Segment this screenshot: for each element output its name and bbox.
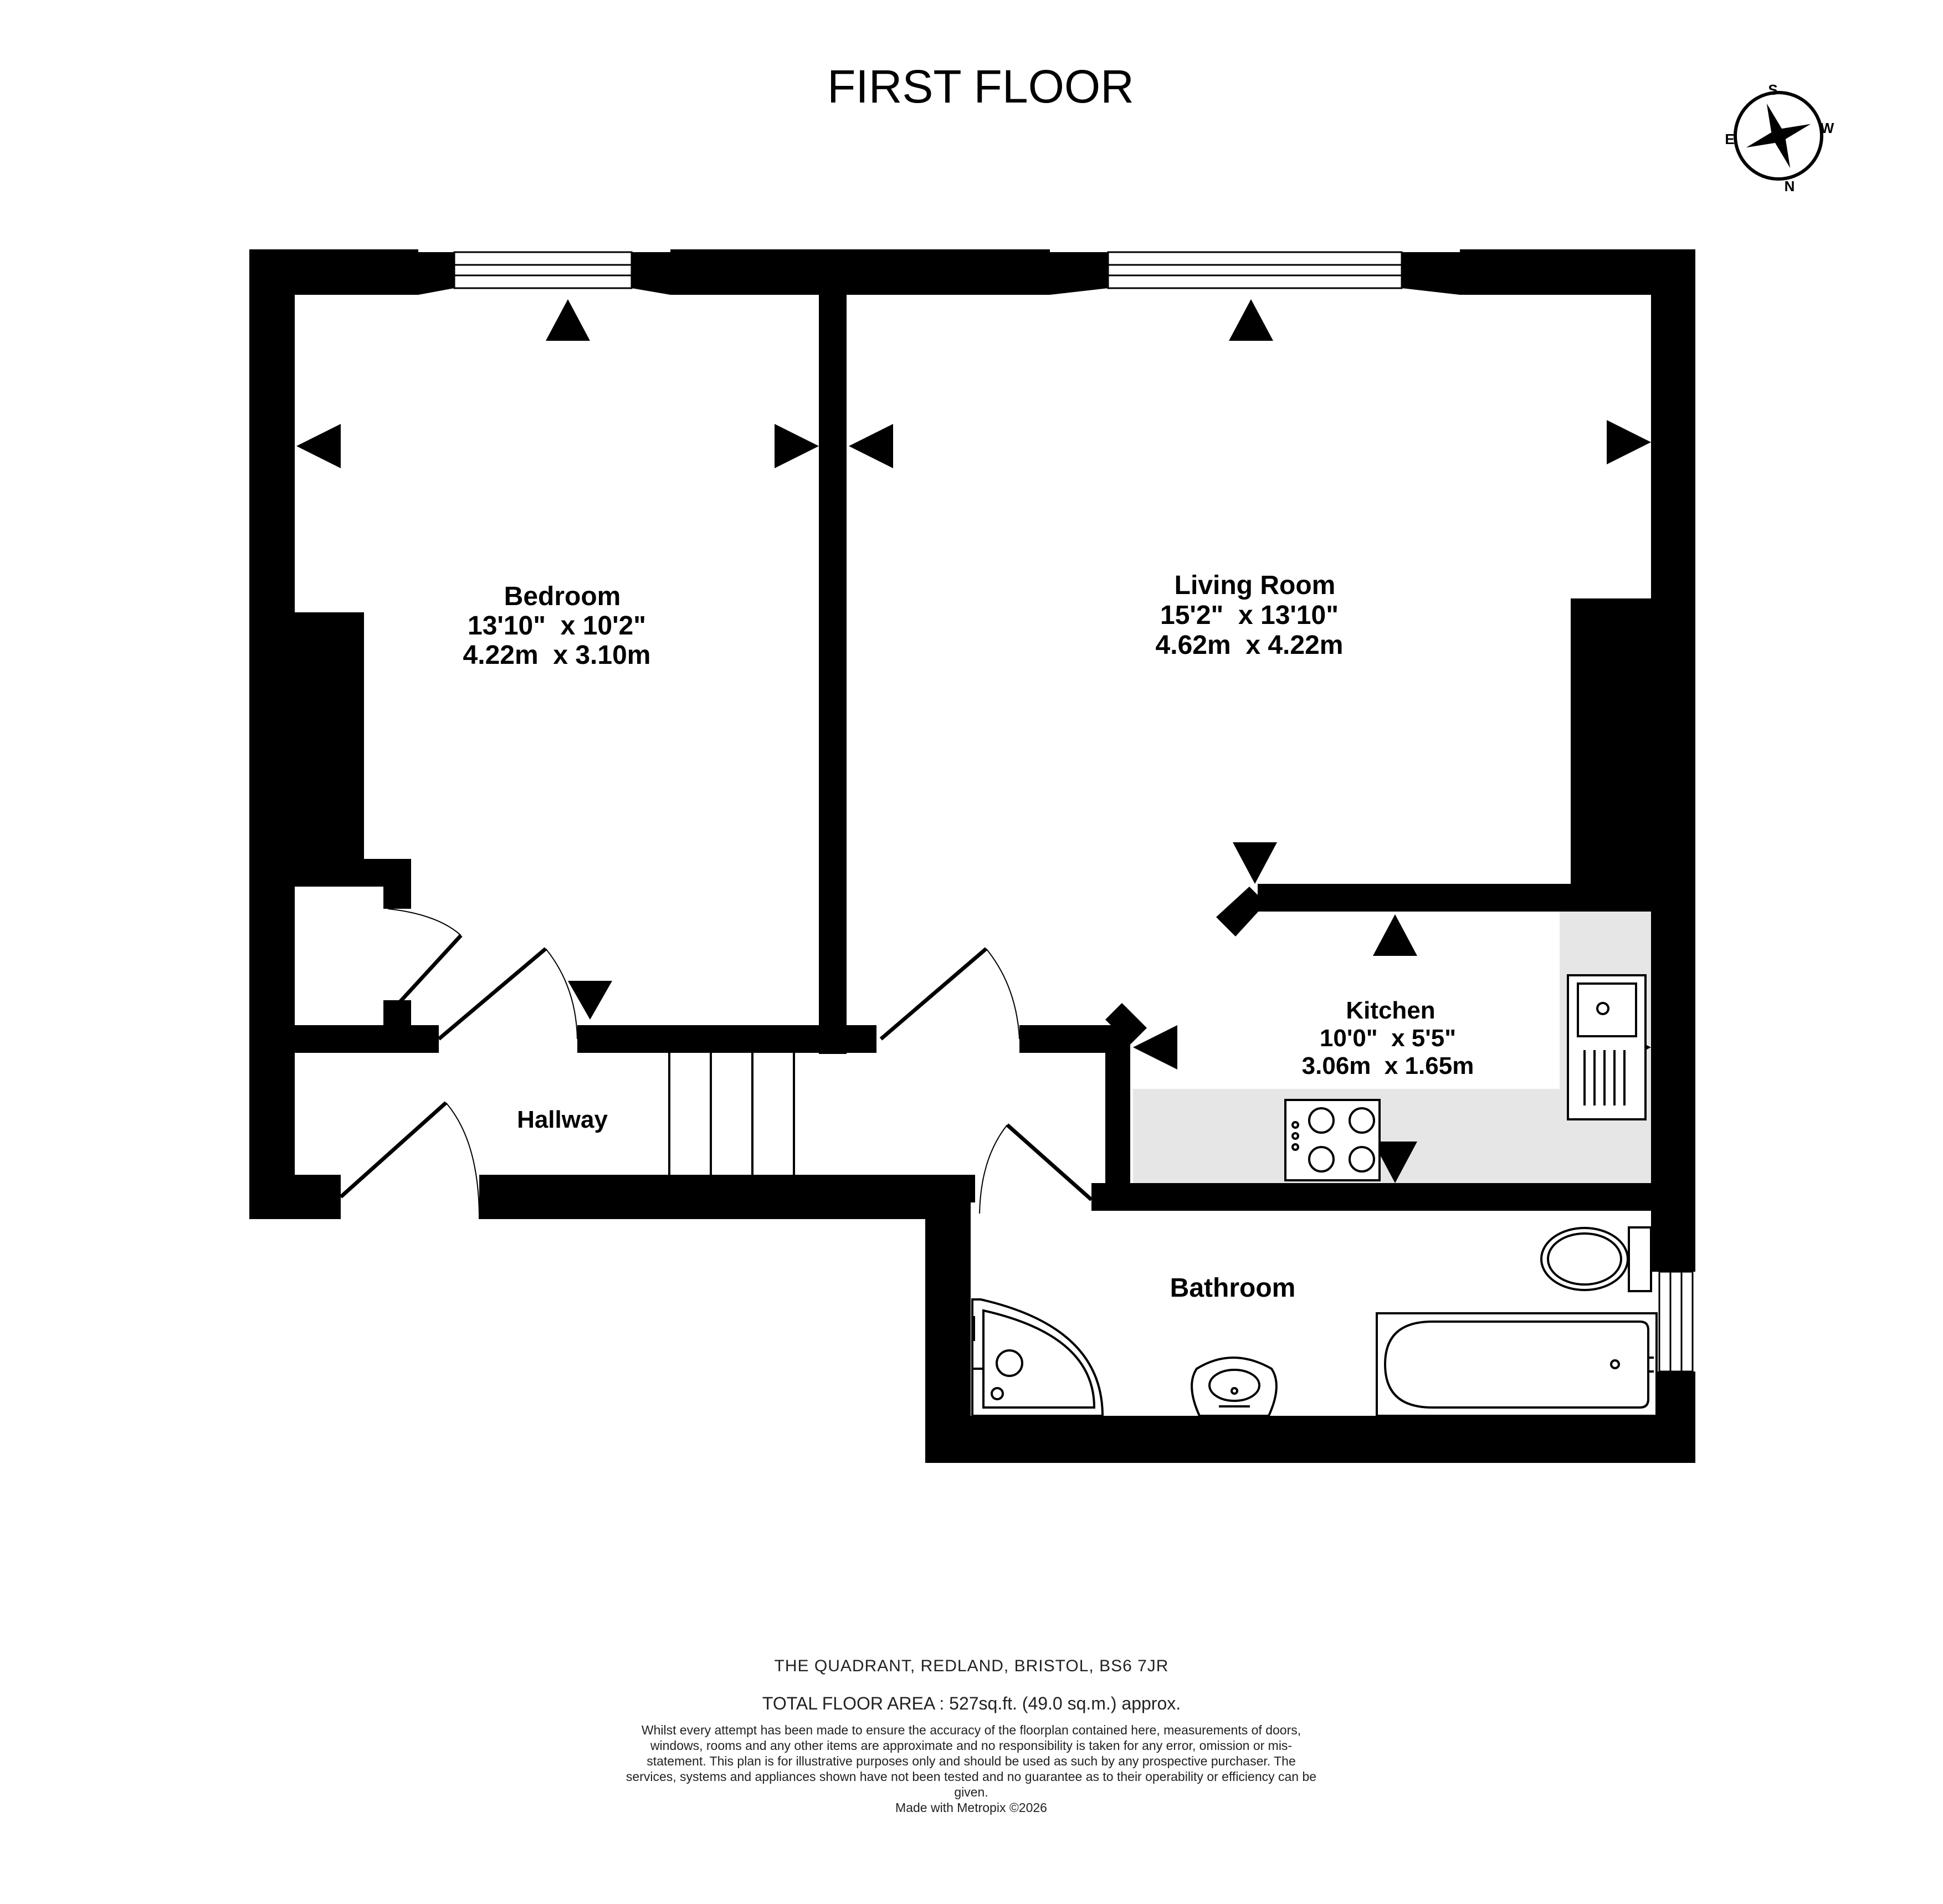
sink-icon xyxy=(1567,974,1647,1120)
windows xyxy=(453,251,1694,1373)
toilet-icon xyxy=(1540,1226,1652,1292)
compass-north: N xyxy=(1785,178,1795,195)
shower-icon xyxy=(971,1298,1104,1417)
room-label-living-room: Living Room 15'2" x 13'10" 4.62m x 4.22m xyxy=(1156,571,1344,660)
room-label-kitchen: Kitchen 10'0" x 5'5" 3.06m x 1.65m xyxy=(1302,997,1474,1079)
front-door xyxy=(339,1101,480,1220)
floor-title: FIRST FLOOR xyxy=(827,60,1134,112)
living-room-metric: 4.62m x 4.22m xyxy=(1156,631,1344,660)
compass-west: W xyxy=(1821,120,1834,136)
bedroom-door xyxy=(437,947,578,1041)
basin-icon xyxy=(1191,1357,1278,1417)
property-address: THE QUADRANT, REDLAND, BRISTOL, BS6 7JR xyxy=(774,1657,1169,1675)
cupboard-door xyxy=(387,908,463,1005)
bathroom-door xyxy=(979,1123,1093,1214)
bathroom-window xyxy=(1658,1271,1694,1373)
living-room-door xyxy=(879,947,1020,1041)
bath-icon xyxy=(1376,1312,1658,1417)
living-room-imperial: 15'2" x 13'10" xyxy=(1160,601,1339,630)
compass-east: E xyxy=(1725,131,1734,147)
bedroom-name: Bedroom xyxy=(504,582,621,611)
room-label-hallway: Hallway xyxy=(517,1106,608,1133)
walls xyxy=(249,249,1695,1463)
living-window xyxy=(1107,251,1403,289)
made-with-credit: Made with Metropix ©2026 xyxy=(895,1800,1047,1815)
compass-icon: S W N E xyxy=(1725,81,1834,195)
disclaimer: Whilst every attempt has been made to en… xyxy=(622,1722,1320,1815)
hob-icon xyxy=(1284,1099,1381,1181)
living-room-name: Living Room xyxy=(1175,571,1336,600)
total-floor-area: TOTAL FLOOR AREA : 527sq.ft. (49.0 sq.m.… xyxy=(762,1693,1181,1713)
measurement-markers xyxy=(296,299,1651,1183)
bedroom-imperial: 13'10" x 10'2" xyxy=(468,611,646,641)
kitchen-imperial: 10'0" x 5'5" xyxy=(1320,1025,1456,1052)
doors xyxy=(339,908,1093,1220)
kitchen-name: Kitchen xyxy=(1346,997,1435,1024)
kitchen-metric: 3.06m x 1.65m xyxy=(1302,1052,1474,1079)
bedroom-window xyxy=(453,251,633,289)
stairs xyxy=(668,1051,795,1177)
disclaimer-text: Whilst every attempt has been made to en… xyxy=(626,1723,1317,1799)
room-label-bathroom: Bathroom xyxy=(1170,1273,1296,1303)
compass-south: S xyxy=(1768,81,1777,98)
bedroom-metric: 4.22m x 3.10m xyxy=(463,641,651,670)
room-label-bedroom: Bedroom 13'10" x 10'2" 4.22m x 3.10m xyxy=(463,582,651,670)
